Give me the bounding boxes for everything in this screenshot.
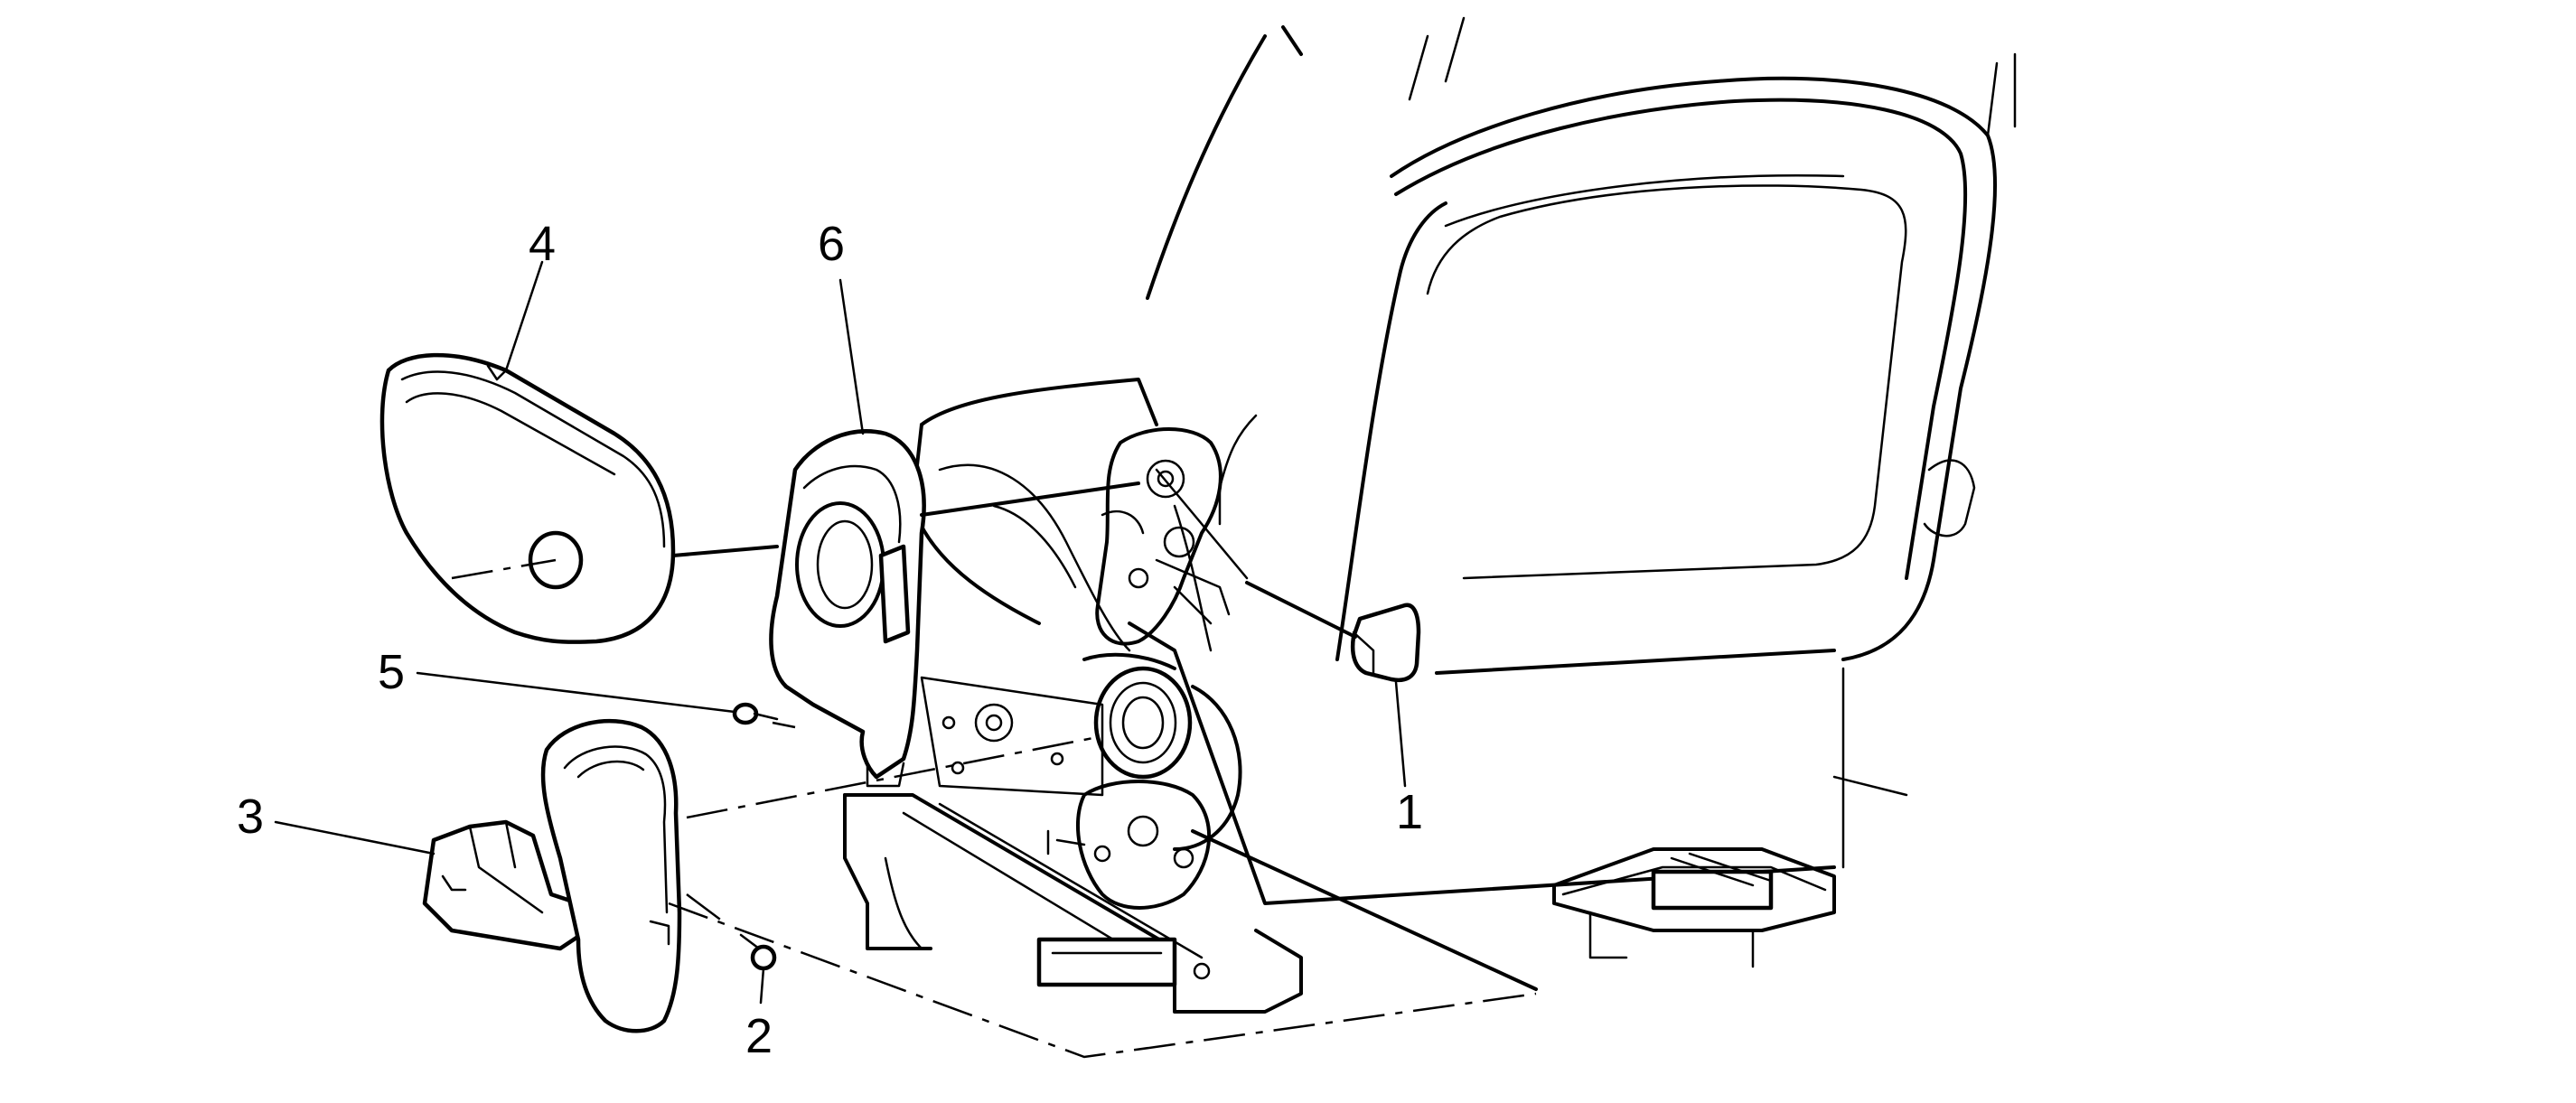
lower-pivot-bracket (1046, 780, 1212, 910)
callout-leaders (274, 260, 1407, 1005)
callout-label-1: 1 (1396, 785, 1423, 839)
left-seat-track (843, 793, 1303, 1014)
callout-label-3: 3 (237, 790, 264, 844)
callout-label-4: 4 (529, 217, 556, 271)
fastener-part-5 (732, 702, 779, 725)
callout-label-2: 2 (745, 1009, 773, 1063)
lower-recliner-bearing (1082, 652, 1242, 851)
seat-side-panel (920, 676, 1104, 797)
seat-back (1146, 16, 2017, 869)
callout-label-5: 5 (378, 645, 405, 699)
recliner-mechanism (1095, 427, 1231, 646)
right-seat-track (1552, 847, 1836, 968)
part-1-control-handle (1155, 468, 1421, 682)
lower-shield-cover (540, 718, 682, 1033)
callout-label-6: 6 (818, 217, 845, 271)
assembly-lines (451, 481, 1538, 1059)
part-6-inner-cover (769, 429, 926, 788)
part-4-outer-cover (379, 352, 676, 644)
